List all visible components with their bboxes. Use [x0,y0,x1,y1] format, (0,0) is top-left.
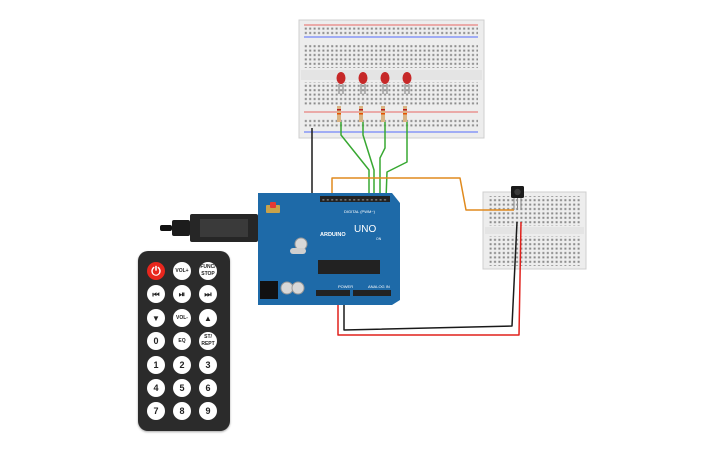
led-4[interactable] [402,72,412,94]
resistor-2[interactable] [359,106,363,122]
ir-remote: ⏻ VOL+ FUNC/ STOP ⏮ ⏯ ⏭ ▼ VOL- ▲ 0 EQ ST… [138,251,230,431]
wire-green-4 [385,122,408,200]
wires[interactable] [311,122,522,336]
usb-cable[interactable] [160,214,268,242]
digit-3-button[interactable]: 3 [199,356,217,374]
arduino-uno-board[interactable]: ARDUINO UNO DIGITAL (PWM~) POWER ANALOG … [258,193,400,305]
vol-down-button[interactable]: VOL- [173,309,191,327]
play-pause-button[interactable]: ⏯ [173,285,191,303]
digit-7-button[interactable]: 7 [147,402,165,420]
wire-red [337,221,522,336]
arduino-model: UNO [354,224,376,235]
st-rept-button[interactable]: ST/ REPT [199,332,217,350]
resistor-4[interactable] [403,106,407,122]
power-button[interactable]: ⏻ [147,262,165,280]
digit-1-button[interactable]: 1 [147,356,165,374]
arduino-logo: ARDUINO [320,232,346,238]
digit-5-button[interactable]: 5 [173,379,191,397]
power-label: POWER [338,284,353,289]
resistor-1[interactable] [337,106,341,122]
led-1[interactable] [336,72,346,94]
wire-orange [331,177,514,211]
next-button[interactable]: ⏭ [199,285,217,303]
breadboard-top[interactable] [298,19,485,139]
led-3[interactable] [380,72,390,94]
breadboard-small[interactable] [482,191,587,270]
vol-up-button[interactable]: VOL+ [173,262,191,280]
ir-receiver[interactable] [511,186,524,210]
on-label: ON [376,237,382,241]
up-button[interactable]: ▲ [199,309,217,327]
digital-pins-label: DIGITAL (PWM~) [344,209,376,214]
eq-button[interactable]: EQ [173,332,191,350]
wire-black [343,221,518,331]
wire-green-2 [362,122,375,199]
digit-2-button[interactable]: 2 [173,356,191,374]
digit-0-button[interactable]: 0 [147,332,165,350]
analog-label: ANALOG IN [368,284,390,289]
wire-green-1 [340,122,370,199]
prev-button[interactable]: ⏮ [147,285,165,303]
resistor-3[interactable] [381,106,385,122]
led-2[interactable] [358,72,368,94]
down-button[interactable]: ▼ [147,309,165,327]
digit-9-button[interactable]: 9 [199,402,217,420]
digit-8-button[interactable]: 8 [173,402,191,420]
func-stop-button[interactable]: FUNC/ STOP [199,262,217,280]
digit-4-button[interactable]: 4 [147,379,165,397]
digit-6-button[interactable]: 6 [199,379,217,397]
